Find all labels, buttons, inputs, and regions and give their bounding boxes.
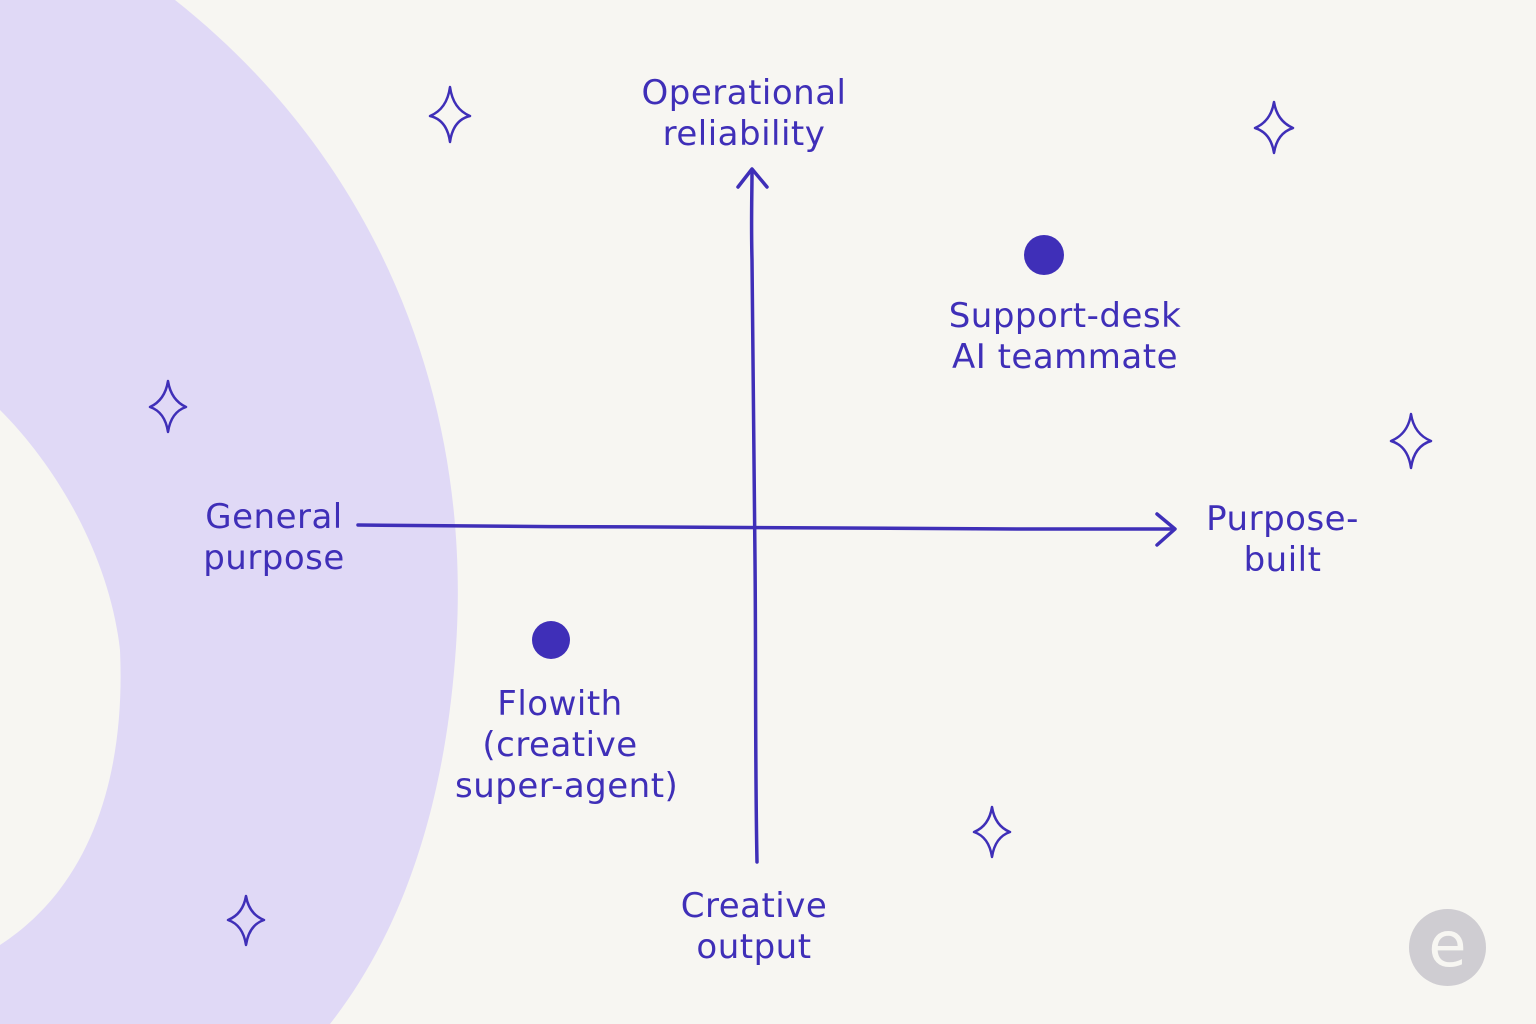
- sparkle-icon: [148, 379, 188, 434]
- logo-letter: e: [1428, 908, 1467, 981]
- axis-label-bottom-line1: Creative: [680, 886, 828, 926]
- point-flowith: [532, 621, 570, 659]
- axis-label-bottom-line2: output: [696, 927, 812, 967]
- sparkle-icon: [428, 85, 472, 144]
- point-label-flowith-line2: (creative: [482, 725, 638, 765]
- sparkle-icon: [1253, 100, 1295, 155]
- point-label-flowith: Flowith (creative super-agent): [455, 684, 679, 807]
- axis-label-bottom: Creative output: [654, 886, 854, 968]
- point-label-flowith-line1: Flowith: [497, 684, 623, 724]
- point-label-support-desk: Support-desk AI teammate: [930, 296, 1200, 378]
- axis-label-right-line1: Purpose-: [1206, 499, 1359, 539]
- axis-label-top-line2: reliability: [662, 114, 826, 154]
- axis-label-top-line1: Operational: [641, 73, 847, 113]
- horizontal-axis: [356, 523, 1174, 531]
- vertical-axis: [749, 170, 759, 864]
- axis-label-left-line2: purpose: [203, 538, 345, 578]
- vertical-axis-arrowhead: [736, 167, 769, 189]
- axis-label-right: Purpose- built: [1195, 499, 1370, 581]
- axis-label-left: General purpose: [194, 497, 354, 579]
- point-label-support-desk-line1: Support-desk: [948, 296, 1182, 336]
- background-crescent: [0, 0, 458, 1024]
- sparkle-icon: [1389, 412, 1433, 470]
- axis-label-top: Operational reliability: [624, 73, 864, 155]
- axis-label-left-line1: General: [205, 497, 343, 537]
- e-logo-icon: e: [1409, 909, 1486, 986]
- horizontal-axis-arrowhead: [1155, 512, 1177, 547]
- point-support-desk: [1024, 235, 1064, 275]
- sparkle-icon: [226, 894, 266, 947]
- point-label-support-desk-line2: AI teammate: [951, 337, 1178, 377]
- sparkle-icon: [972, 805, 1012, 859]
- axis-label-right-line2: built: [1243, 540, 1322, 580]
- point-label-flowith-line3: super-agent): [455, 766, 679, 806]
